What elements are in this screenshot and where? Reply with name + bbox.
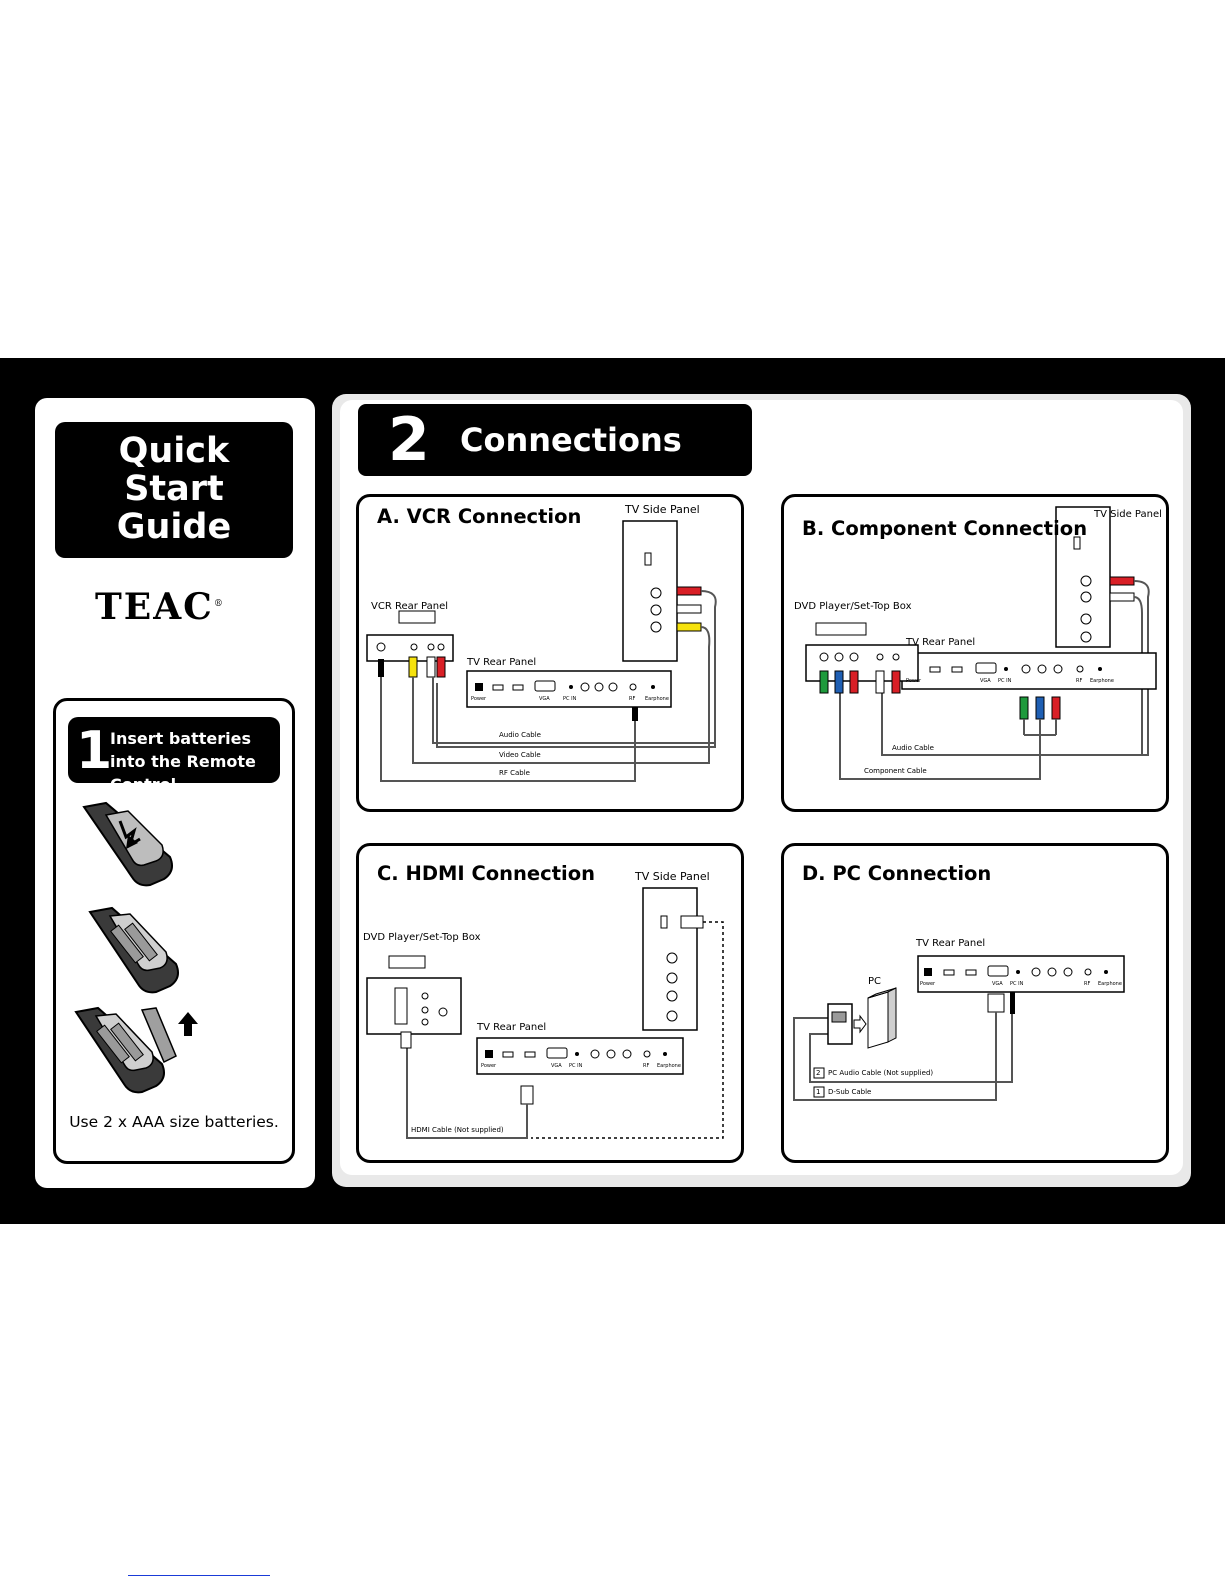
hdmi-pc-in-port-label: PC IN	[569, 1063, 583, 1069]
vcr-tv-rear-panel-label: TV Rear Panel	[467, 657, 537, 668]
vcr-vga-port-label: VGA	[539, 696, 550, 702]
hdmi-rf-port-label: RF	[643, 1063, 650, 1069]
vcr-rear-panel-label: VCR Rear Panel	[371, 601, 448, 612]
component-tv-rear-panel-label: TV Rear Panel	[906, 637, 976, 648]
vcr-tv-side-panel-label: TV Side Panel	[625, 503, 700, 516]
vcr-audio-cable-label: Audio Cable	[499, 731, 541, 739]
battery-note: Use 2 x AAA size batteries.	[69, 1113, 279, 1131]
pc-vga-port-label: VGA	[992, 981, 1003, 987]
component-cable-label: Component Cable	[864, 767, 927, 775]
vcr-connection-diagram	[366, 520, 717, 782]
component-earphone-port-label: Earphone	[1090, 678, 1114, 684]
component-connection-panel: B. Component Connection TV Side Panel DV…	[781, 494, 1169, 812]
pc-connection-title: D. PC Connection	[802, 862, 992, 885]
remote-battery-compartment-illustration	[88, 906, 179, 994]
component-vga-port-label: VGA	[980, 678, 991, 684]
pc-pc-in-port-label: PC IN	[1010, 981, 1024, 987]
teac-logo: TEAC®	[95, 586, 225, 628]
quick-start-card: Quick Start Guide TEAC® 1 Insert batteri…	[35, 398, 315, 1188]
hdmi-tv-side-panel-label: TV Side Panel	[635, 870, 710, 883]
step-1-header: 1 Insert batteries into the Remote Contr…	[68, 717, 280, 794]
pc-audio-cable-number: 2	[816, 1069, 821, 1077]
step-1-number: 1	[76, 721, 113, 781]
title-line-2: Start	[124, 469, 224, 509]
d-sub-cable-number: 1	[816, 1088, 821, 1096]
pc-tv-rear-panel-label: TV Rear Panel	[916, 938, 986, 949]
component-rf-port-label: RF	[1076, 678, 1083, 684]
registered-mark: ®	[213, 599, 225, 609]
component-connection-title: B. Component Connection	[802, 517, 1088, 540]
step-1-title: Insert batteries into the Remote Control	[110, 729, 256, 794]
pc-audio-cable-label: PC Audio Cable (Not supplied)	[828, 1069, 934, 1077]
bottom-link-underline	[128, 1575, 270, 1576]
hdmi-device-label: DVD Player/Set-Top Box	[363, 932, 481, 943]
hdmi-earphone-port-label: Earphone	[657, 1063, 681, 1069]
arrow-down-icon	[126, 835, 138, 849]
step-1-box: 1 Insert batteries into the Remote Contr…	[53, 698, 295, 1164]
d-sub-cable-label: D-Sub Cable	[828, 1088, 872, 1096]
component-power-port-label: Power	[906, 678, 922, 684]
title-line-3: Guide	[116, 507, 232, 547]
vcr-rf-port-label: RF	[629, 696, 636, 702]
component-connection-diagram	[805, 506, 1157, 780]
vcr-video-cable-label: Video Cable	[499, 751, 541, 759]
hdmi-connection-panel: C. HDMI Connection TV Side Panel DVD Pla…	[356, 843, 744, 1163]
hdmi-connection-diagram	[366, 887, 724, 1139]
pc-connection-diagram	[793, 955, 1125, 1101]
hdmi-power-port-label: Power	[481, 1063, 497, 1069]
remote-close-cover-illustration	[74, 1006, 198, 1094]
step-2-header: 2 Connections	[358, 404, 752, 476]
hdmi-connection-title: C. HDMI Connection	[377, 862, 596, 885]
title-line-1: Quick	[118, 431, 230, 471]
step-2-title: Connections	[460, 421, 682, 459]
arrow-up-icon	[178, 1012, 198, 1036]
pc-device-label: PC	[868, 976, 882, 987]
quick-start-title: Quick Start Guide	[55, 422, 293, 558]
pc-connection-panel: D. PC Connection TV Rear Panel PC 2 PC A…	[781, 843, 1169, 1163]
pc-power-port-label: Power	[920, 981, 936, 987]
component-device-label: DVD Player/Set-Top Box	[794, 601, 912, 612]
hdmi-tv-rear-panel-label: TV Rear Panel	[477, 1022, 547, 1033]
hdmi-vga-port-label: VGA	[551, 1063, 562, 1069]
vcr-connection-title: A. VCR Connection	[377, 505, 582, 528]
component-tv-side-panel-label: TV Side Panel	[1094, 509, 1162, 520]
vcr-connection-panel: A. VCR Connection TV Side Panel VCR Rear…	[356, 494, 744, 812]
pc-earphone-port-label: Earphone	[1098, 981, 1122, 987]
remote-open-cover-illustration	[82, 801, 173, 887]
component-audio-cable-label: Audio Cable	[892, 744, 934, 752]
step-2-number: 2	[388, 405, 430, 475]
vcr-pc-in-port-label: PC IN	[563, 696, 577, 702]
brand-name: TEAC	[95, 586, 214, 628]
vcr-earphone-port-label: Earphone	[645, 696, 669, 702]
pc-rf-port-label: RF	[1084, 981, 1091, 987]
component-pc-in-port-label: PC IN	[998, 678, 1012, 684]
vcr-power-port-label: Power	[471, 696, 487, 702]
hdmi-cable-label: HDMI Cable (Not supplied)	[411, 1126, 504, 1134]
vcr-rf-cable-label: RF Cable	[499, 769, 530, 777]
